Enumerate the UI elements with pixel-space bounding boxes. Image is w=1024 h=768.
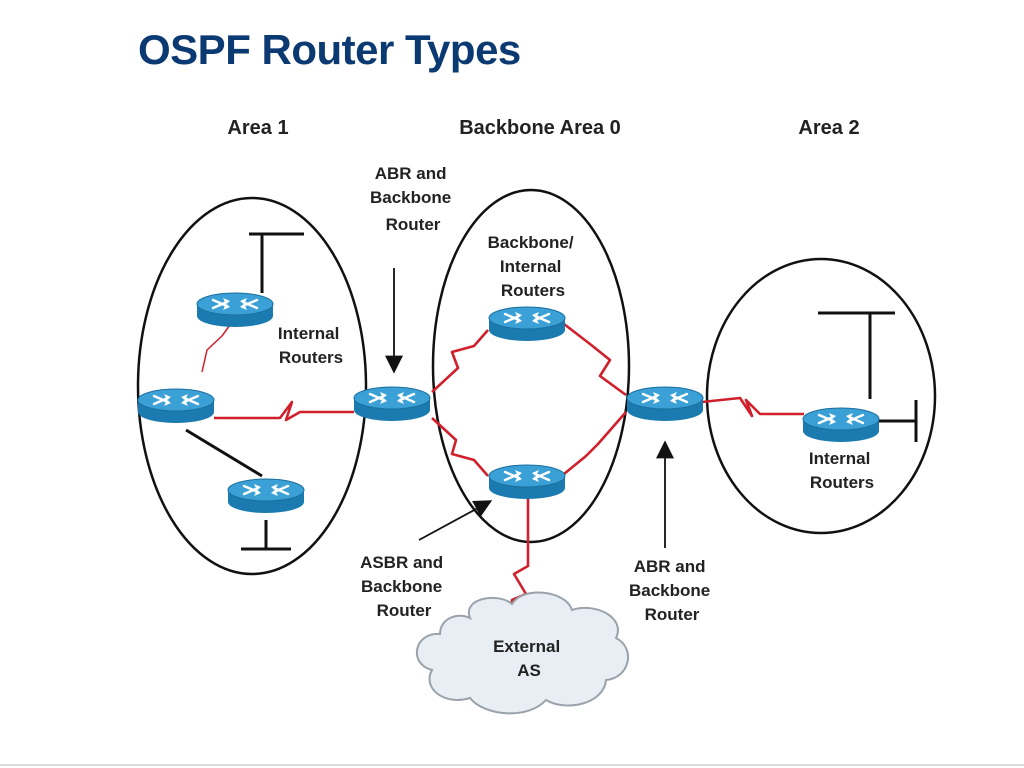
area0-boundary — [431, 188, 631, 544]
serial-link-bb-bottom-abr2 — [563, 411, 627, 476]
router-area1-middle — [136, 387, 216, 425]
label-external-as: External AS — [493, 637, 565, 680]
area1-boundary — [136, 196, 368, 576]
ethernet-links — [185, 232, 918, 551]
serial-link-area1-abr — [214, 400, 354, 422]
label-abr-top-line3: Router — [386, 215, 441, 234]
label-internal-area1: Internal Routers — [278, 324, 344, 367]
router-area1-bottom — [226, 477, 306, 515]
label-internal-area2: Internal Routers — [809, 449, 875, 492]
area1-title: Area 1 — [227, 117, 288, 139]
serial-link-internal-thin — [201, 317, 236, 373]
label-abr-top: ABR and Backbone Router — [370, 164, 456, 234]
label-abr-bottom: ABR and Backbone Router — [629, 557, 715, 624]
serial-link-abr2-area2 — [701, 396, 804, 418]
router-area1-top — [195, 291, 275, 329]
ethernet-link-lower-router — [185, 428, 263, 478]
router-abr-area2 — [625, 385, 705, 423]
serial-link-abr-bb-bottom — [431, 417, 489, 477]
serial-links — [201, 317, 804, 614]
external-as-cloud — [415, 591, 629, 715]
serial-link-bb-top-abr2 — [563, 322, 627, 397]
label-abr-top-line1: ABR and — [375, 164, 447, 183]
label-abr-top-line2: Backbone — [370, 188, 451, 207]
router-asbr — [487, 463, 567, 501]
arrow-asbr — [418, 500, 493, 541]
router-abr-area1 — [352, 385, 432, 423]
router-area2-internal — [801, 406, 881, 444]
label-backbone-internal: Backbone/ Internal Routers — [488, 233, 579, 300]
serial-link-abr-bb-top — [431, 329, 489, 393]
area2-boundary — [705, 257, 937, 535]
area0-title: Backbone Area 0 — [459, 117, 621, 139]
area2-title: Area 2 — [798, 117, 859, 139]
label-asbr: ASBR and Backbone Router — [360, 553, 448, 620]
bottom-divider — [0, 764, 1024, 766]
page-title: OSPF Router Types — [138, 26, 521, 73]
router-backbone-internal — [487, 305, 567, 343]
